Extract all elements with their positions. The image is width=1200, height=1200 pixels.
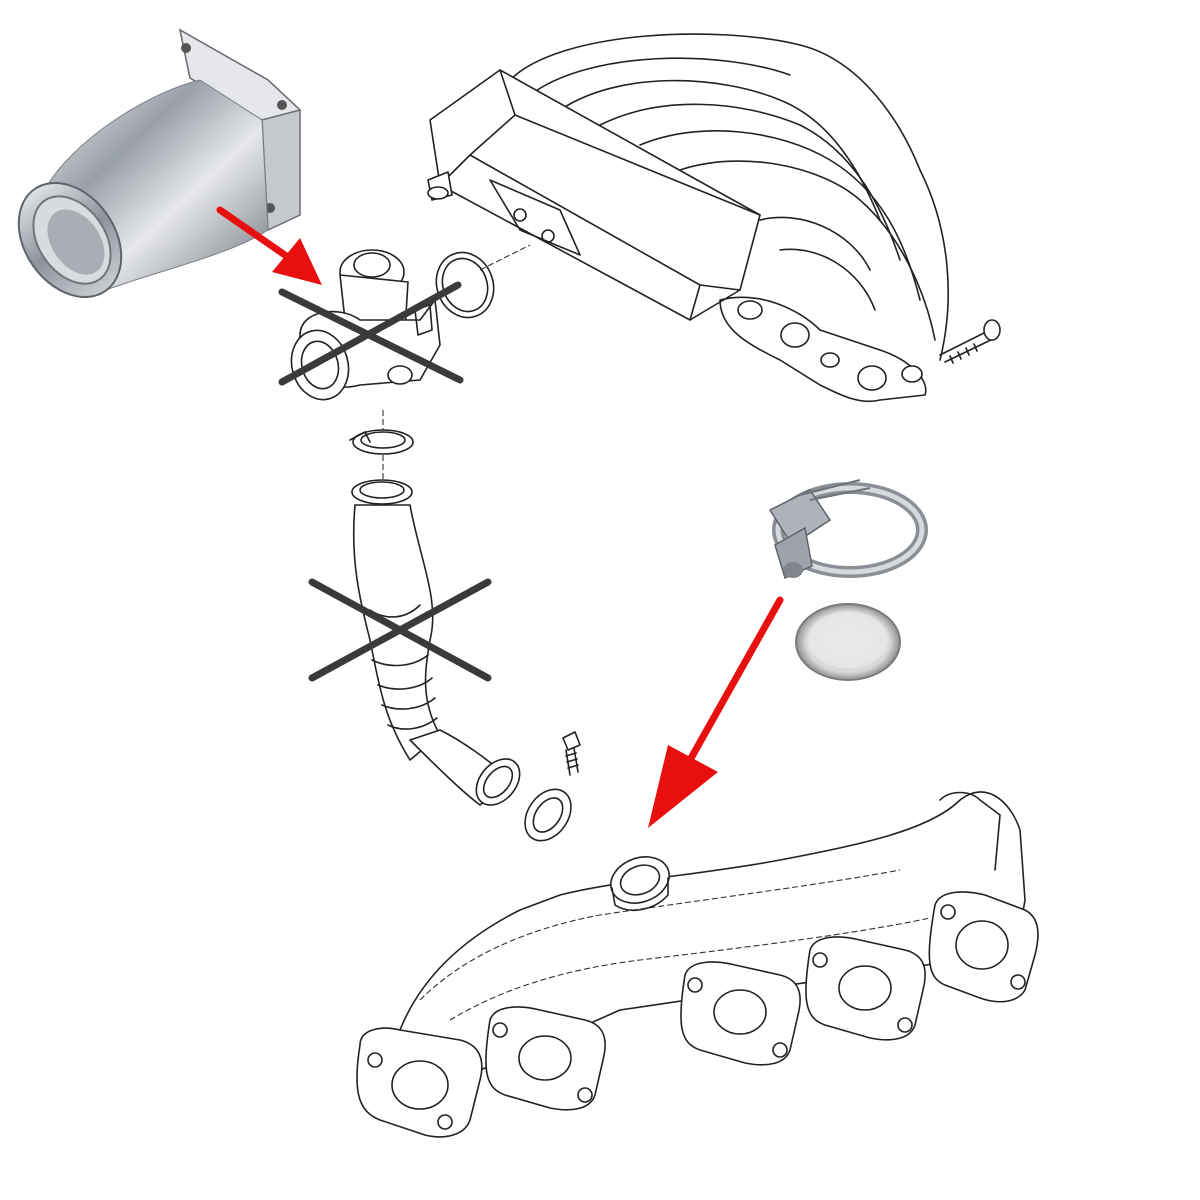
egr-pipe-assembly (349, 410, 581, 842)
o-ring-gasket (435, 251, 495, 319)
delete-pipe-photo (17, 28, 302, 298)
arrow-pipe-to-valve (216, 206, 322, 285)
blanking-cap-photo (795, 603, 901, 681)
arrow-cap-to-exhaust (648, 596, 784, 828)
egr-valve-cross (278, 281, 464, 386)
intake-manifold (427, 33, 1001, 403)
egr-pipe-cross (308, 578, 492, 682)
hose-clamp-photo (768, 479, 928, 580)
exhaust-manifold (356, 791, 1039, 1138)
